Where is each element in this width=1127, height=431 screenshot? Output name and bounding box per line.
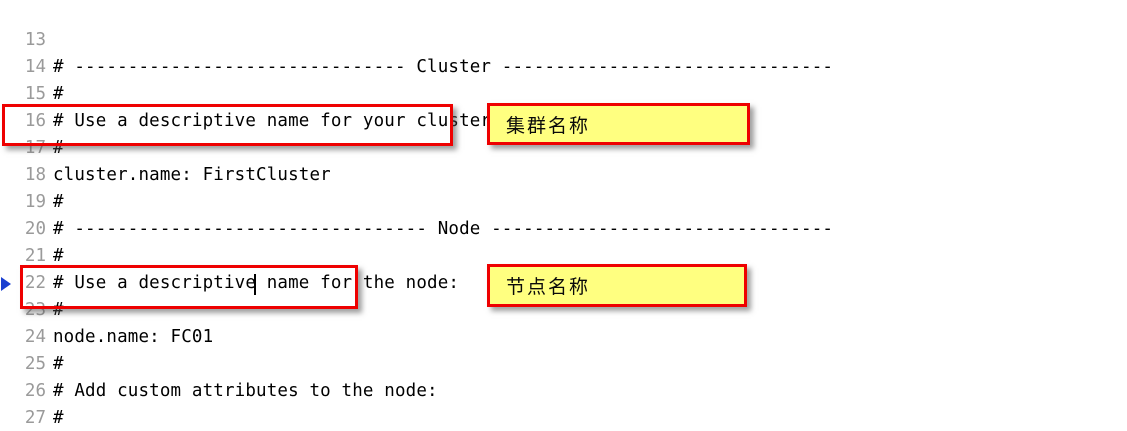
line-content[interactable]: # Add custom attributes to the node: <box>53 381 438 401</box>
line-number: 14 <box>24 57 46 77</box>
code-line[interactable]: 26 # <box>0 351 64 428</box>
code-line[interactable]: 20 # <box>0 189 64 266</box>
line-number: 15 <box>24 84 46 104</box>
note-box-cluster-name: 集群名称 <box>487 103 750 145</box>
line-number: 23 <box>24 300 46 320</box>
line-number: 19 <box>24 192 46 212</box>
line-content[interactable]: cluster.name: FirstCluster <box>53 165 331 185</box>
line-number: 27 <box>24 408 46 428</box>
code-line-node-name[interactable]: 23 node.name: FC01 <box>0 270 213 347</box>
line-content[interactable]: # <box>53 408 64 428</box>
line-content[interactable]: # <box>53 84 64 104</box>
line-number: 18 <box>24 165 46 185</box>
code-line-cluster-name[interactable]: 17 cluster.name: FirstCluster <box>0 108 331 185</box>
line-content[interactable]: # <box>53 138 64 158</box>
line-content[interactable]: # <box>53 300 64 320</box>
code-line[interactable]: 24 # <box>0 297 64 374</box>
line-number: 24 <box>24 327 46 347</box>
line-number: 25 <box>24 354 46 374</box>
code-line[interactable]: 25 # Add custom attributes to the node: <box>0 324 438 401</box>
text-caret <box>254 274 256 295</box>
line-number: 26 <box>24 381 46 401</box>
line-content[interactable]: # --------------------------------- Node… <box>53 219 834 239</box>
code-line[interactable]: 18 # <box>0 135 64 212</box>
code-line[interactable]: 14 # <box>0 27 64 104</box>
code-line[interactable]: 27 #node.attr.rack: r1 <box>0 378 63 428</box>
code-line[interactable]: 22 # <box>0 243 64 320</box>
code-line[interactable]: 28 # <box>0 405 63 431</box>
code-line[interactable]: 13 # ------------------------------- Clu… <box>0 0 833 77</box>
line-content[interactable]: # ------------------------------- Cluste… <box>53 57 834 77</box>
line-content[interactable]: # Use a descriptive name for your cluste… <box>53 111 502 131</box>
code-line[interactable]: 15 # Use a descriptive name for your clu… <box>0 54 502 131</box>
note-text-cluster-name: 集群名称 <box>506 114 591 137</box>
note-text-node-name: 节点名称 <box>506 276 591 298</box>
note-box-node-name: 节点名称 <box>487 264 747 307</box>
line-number: 13 <box>24 30 46 50</box>
code-line[interactable]: 21 # Use a descriptive name for the node… <box>0 216 459 293</box>
line-number: 16 <box>24 111 46 131</box>
code-line[interactable]: 19 # --------------------------------- N… <box>0 162 833 239</box>
line-number: 20 <box>24 219 46 239</box>
line-content[interactable]: # <box>53 192 64 212</box>
line-content[interactable]: # Use a descriptive name for the node: <box>53 273 460 293</box>
current-line-arrow-icon <box>1 277 11 291</box>
highlight-box-cluster-name <box>2 104 453 146</box>
line-number: 22 <box>24 273 46 293</box>
highlight-box-node-name <box>20 265 358 309</box>
line-content[interactable]: # <box>53 246 64 266</box>
line-content[interactable]: # <box>53 354 64 374</box>
code-line[interactable]: 16 # <box>0 81 64 158</box>
line-content[interactable]: node.name: FC01 <box>53 327 214 347</box>
line-number: 21 <box>24 246 46 266</box>
